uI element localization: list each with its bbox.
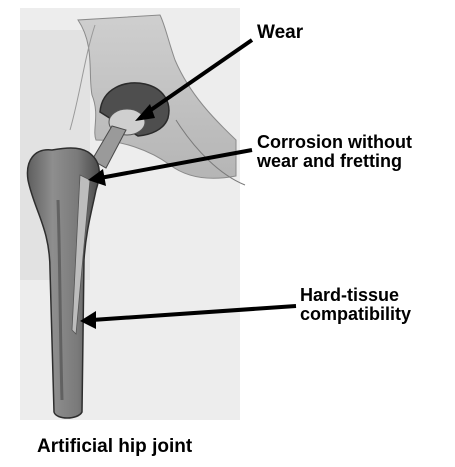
corrosion-label-line-2: wear and fretting <box>257 152 412 171</box>
corrosion-label: Corrosion without wear and fretting <box>257 133 412 171</box>
hard-tissue-label-line-2: compatibility <box>300 305 411 324</box>
figure-caption: Artificial hip joint <box>37 437 192 456</box>
hard-tissue-label: Hard-tissue compatibility <box>300 286 411 324</box>
wear-label: Wear <box>257 23 303 42</box>
corrosion-label-line-1: Corrosion without <box>257 133 412 152</box>
wear-label-text: Wear <box>257 23 303 42</box>
hard-tissue-label-line-1: Hard-tissue <box>300 286 411 305</box>
